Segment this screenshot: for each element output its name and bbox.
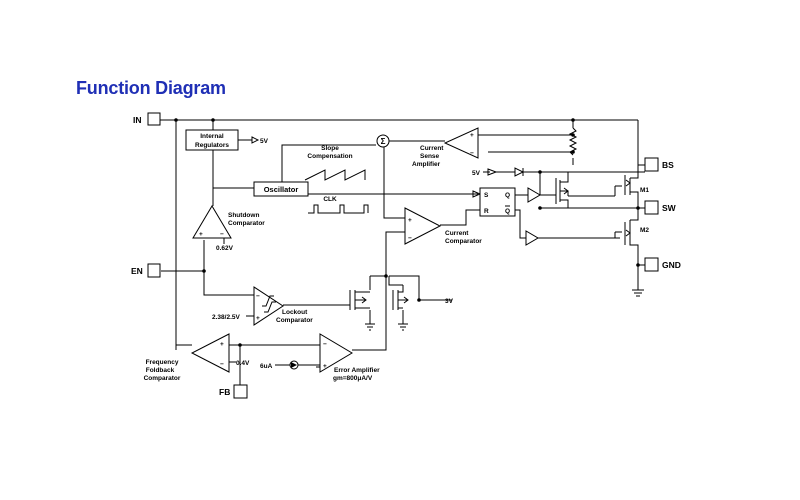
pin-sw: SW [644, 200, 677, 215]
lockout-ref-label: 2.38/2.5V [212, 314, 240, 321]
internal-regulators-label-2: Regulators [195, 142, 229, 149]
pin-en: EN [131, 263, 161, 278]
regulator-output-label: 5V [260, 138, 269, 145]
m1-label: M1 [640, 187, 649, 194]
bootstrap-supply-label: 5V [472, 170, 481, 177]
sr-latch: S R Q Q [479, 187, 516, 217]
error-amplifier-label-2: gm=800μA/V [333, 375, 373, 382]
oscillator-block: Oscillator [253, 181, 309, 197]
internal-regulators-block: Internal Regulators 5V [185, 129, 269, 151]
slope-compensation-label-2: Compensation [307, 153, 352, 160]
current-comparator: + − Current Comparator [404, 207, 482, 245]
sense-resistor [568, 127, 578, 156]
pin-sw-label: SW [662, 203, 677, 213]
pin-fb: FB [219, 384, 248, 399]
pin-bs-label: BS [662, 160, 674, 170]
lockout-label-1: Lockout [282, 309, 308, 316]
current-sense-label-3: Amplifier [412, 161, 441, 168]
svg-text:+: + [470, 132, 474, 139]
junctions [174, 118, 640, 347]
oscillator-label: Oscillator [264, 185, 299, 194]
current-comparator-label-2: Comparator [445, 238, 482, 245]
svg-text:−: − [323, 341, 327, 348]
slope-compensation: Slope Compensation [304, 145, 366, 181]
clamp-transistor-2 [388, 276, 409, 310]
foldback-label-1: Frequency [146, 359, 179, 366]
current-comparator-label-1: Current [445, 230, 469, 237]
mosfet-m2: M2 [614, 227, 649, 238]
svg-text:+: + [220, 341, 224, 348]
diagram-title: Function Diagram [76, 78, 226, 98]
clamp-voltage-label: 3V [445, 298, 454, 305]
pin-in: IN [133, 112, 161, 126]
latch-q-label: Q [505, 192, 510, 199]
frequency-foldback-comparator: + − 0.4V Frequency Foldback Comparator [144, 333, 250, 382]
shutdown-label-2: Comparator [228, 220, 265, 227]
pin-fb-label: FB [219, 387, 230, 397]
foldback-ref-label: 0.4V [236, 360, 250, 367]
bootstrap-diode: 5V [472, 167, 525, 177]
pin-en-label: EN [131, 266, 143, 276]
clk-waveform: CLK [308, 196, 369, 214]
clamp-transistor-1 [349, 290, 370, 310]
svg-text:−: − [220, 361, 224, 368]
sum-symbol: Σ [381, 137, 386, 146]
svg-text:−: − [408, 235, 412, 242]
error-amplifier: − + Error Amplifier gm=800μA/V [316, 333, 380, 382]
mosfet-m1: M1 [614, 179, 649, 196]
error-amplifier-label-1: Error Amplifier [334, 367, 380, 374]
shutdown-ref-label: 0.62V [216, 245, 234, 252]
latch-s-label: S [484, 192, 489, 199]
shutdown-label-1: Shutdown [228, 212, 259, 219]
slope-compensation-label-1: Slope [321, 145, 339, 152]
svg-text:+: + [256, 315, 260, 322]
svg-text:+: + [408, 217, 412, 224]
lockout-comparator: − + 2.38/2.5V Lockout Comparator [212, 286, 313, 326]
svg-text:−: − [220, 231, 224, 238]
latch-qb-label: Q [505, 208, 510, 215]
internal-regulators-label-1: Internal [200, 133, 224, 140]
sum-node: Σ [376, 134, 390, 148]
latch-r-label: R [484, 208, 489, 215]
svg-text:+: + [323, 363, 327, 370]
current-sense-label-2: Sense [420, 153, 440, 160]
current-sense-label-1: Current [420, 145, 444, 152]
current-source-6ua: 6uA [260, 360, 299, 370]
svg-text:+: + [199, 231, 203, 238]
clk-label: CLK [323, 196, 337, 203]
lockout-label-2: Comparator [276, 317, 313, 324]
foldback-label-3: Comparator [144, 375, 181, 382]
svg-text:−: − [470, 150, 474, 157]
svg-text:−: − [256, 293, 260, 300]
m2-label: M2 [640, 227, 649, 234]
high-side-driver [527, 172, 615, 208]
pin-gnd-label: GND [662, 260, 681, 270]
current-sense-amplifier: + − Current Sense Amplifier [412, 127, 479, 168]
current-source-label: 6uA [260, 363, 273, 370]
foldback-label-2: Foldback [146, 367, 175, 374]
pin-bs: BS [644, 157, 674, 172]
wires [160, 119, 645, 385]
shutdown-comparator: + − Shutdown Comparator 0.62V [192, 205, 265, 252]
low-side-driver [525, 230, 539, 246]
pin-in-label: IN [133, 115, 142, 125]
pin-gnd: GND [644, 257, 681, 272]
